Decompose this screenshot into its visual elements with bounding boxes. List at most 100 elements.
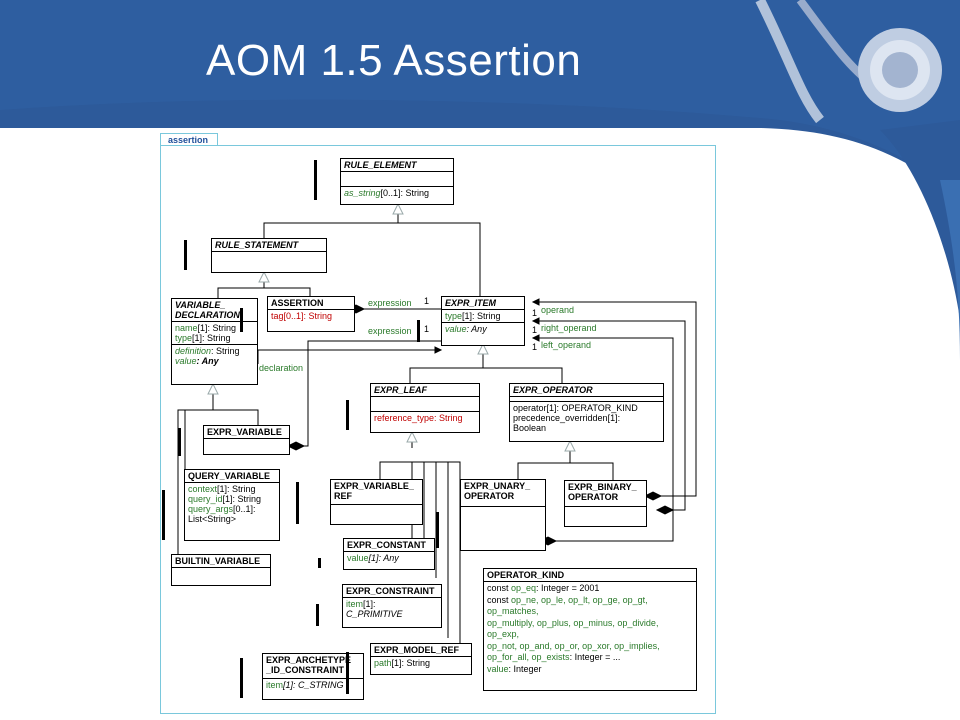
- method-name: definition: [175, 346, 212, 356]
- attr-type: : Integer: [508, 663, 542, 674]
- attr-type: [1]: String: [192, 333, 231, 343]
- class-operator-kind[interactable]: OPERATOR_KIND const op_eq: Integer = 200…: [483, 568, 697, 691]
- class-expr-operator[interactable]: EXPR_OPERATOR operator[1]: OPERATOR_KIND…: [509, 383, 664, 442]
- class-name: QUERY_VARIABLE: [188, 471, 271, 481]
- const-type: : Integer = ...: [569, 652, 621, 662]
- attr-type: [1]: String: [222, 494, 262, 504]
- annotation-mark: [162, 490, 165, 540]
- const-names: op_not, op_and, op_or, op_xor, op_implie…: [487, 640, 660, 651]
- const-names: op_exp,: [487, 629, 520, 639]
- class-expr-constant[interactable]: EXPR_CONSTANT value[1]: Any: [343, 538, 435, 570]
- attr-operator: operator[1]: OPERATOR_KIND: [513, 403, 638, 413]
- annotation-mark: [240, 658, 243, 698]
- class-name-line2: OPERATOR: [464, 491, 515, 501]
- attr-name: as_string: [344, 188, 381, 198]
- method-name: value: [175, 356, 197, 366]
- class-name: ASSERTION: [271, 298, 324, 308]
- const-names: op_ne, op_le, op_lt, op_ge, op_gt,: [511, 594, 648, 605]
- annotation-mark: [184, 240, 187, 270]
- const-type: : Integer = 2001: [536, 583, 600, 593]
- attr-type: [1]: String: [391, 658, 431, 668]
- class-name-line2: DECLARATION: [175, 310, 240, 320]
- annotation-mark: [436, 512, 439, 548]
- method-type: : Any: [466, 324, 487, 334]
- assoc-expression-label: expression: [368, 298, 412, 308]
- attr-type: [1]: String: [217, 484, 256, 494]
- class-name: EXPR_MODEL_REF: [374, 645, 460, 655]
- attr-tag: tag[0..1]: String: [271, 311, 333, 321]
- class-name-line2: _ID_CONSTRAINT: [266, 665, 345, 675]
- annotation-mark: [178, 428, 181, 456]
- class-expr-binary-operator[interactable]: EXPR_BINARY_OPERATOR: [564, 480, 647, 527]
- assoc-right-operand-label: right_operand: [541, 323, 597, 333]
- class-name-line1: EXPR_BINARY_: [568, 482, 637, 492]
- class-name: EXPR_CONSTANT: [347, 540, 426, 550]
- assoc-left-operand-multiplicity: 1: [532, 342, 538, 352]
- class-expr-constraint[interactable]: EXPR_CONSTRAINT item[1]: C_PRIMITIVE: [342, 584, 442, 628]
- attr-name: type: [445, 311, 463, 321]
- class-query-variable[interactable]: QUERY_VARIABLE context[1]: String query_…: [184, 469, 280, 541]
- class-name: EXPR_VARIABLE: [207, 427, 282, 437]
- attr-precedence-type: Boolean: [513, 423, 547, 433]
- class-builtin-variable[interactable]: BUILTIN_VARIABLE: [171, 554, 271, 586]
- class-expr-item[interactable]: EXPR_ITEM type[1]: String value: Any: [441, 296, 525, 346]
- annotation-mark: [296, 482, 299, 524]
- class-name-line1: EXPR_UNARY_: [464, 481, 531, 491]
- method-type: : String: [211, 346, 240, 356]
- attr-type: [1]: String: [462, 311, 501, 321]
- const-keyword: const: [487, 583, 512, 593]
- attr-name: value: [347, 553, 369, 563]
- class-name: OPERATOR_KIND: [487, 570, 565, 580]
- class-name: RULE_ELEMENT: [344, 160, 417, 170]
- attr-type-cont: List<String>: [188, 514, 237, 524]
- assoc-operand-multiplicity: 1: [532, 308, 538, 318]
- const-names: op_for_all, op_exists: [487, 652, 570, 662]
- attr-name: value: [487, 663, 509, 674]
- method-name: value: [445, 324, 467, 334]
- attr-name: context: [188, 484, 218, 494]
- attr-name: path: [374, 658, 392, 668]
- annotation-mark: [318, 558, 321, 568]
- attr-type: [1]:: [363, 599, 376, 609]
- attr-type: [1]: String: [197, 323, 237, 333]
- package-tab: assertion: [160, 133, 218, 146]
- attr-type: [0..1]: String: [380, 188, 430, 198]
- assoc-right-operand-multiplicity: 1: [532, 325, 538, 335]
- annotation-mark: [346, 652, 349, 694]
- stethoscope-icon: [755, 0, 942, 124]
- attr-type: [0..1]:: [233, 504, 256, 514]
- annotation-mark: [314, 160, 317, 200]
- assoc-expression-multiplicity: 1: [424, 324, 430, 334]
- class-rule-statement[interactable]: RULE_STATEMENT: [211, 238, 327, 273]
- class-variable-declaration[interactable]: VARIABLE_DECLARATION name[1]: String typ…: [171, 298, 258, 385]
- class-assertion[interactable]: ASSERTION tag[0..1]: String: [267, 296, 355, 332]
- attr-precedence: precedence_overridden[1]:: [513, 413, 621, 423]
- class-name-line2: OPERATOR: [568, 492, 619, 502]
- annotation-mark: [417, 320, 420, 342]
- class-expr-variable[interactable]: EXPR_VARIABLE: [203, 425, 290, 455]
- attr-reference-type: reference_type: String: [374, 413, 463, 423]
- diagram-connectors: [177, 202, 697, 648]
- class-expr-variable-ref[interactable]: EXPR_VARIABLE_REF: [330, 479, 423, 525]
- slide-title: AOM 1.5 Assertion: [206, 36, 582, 85]
- class-name-line2: REF: [334, 491, 352, 501]
- class-expr-model-ref[interactable]: EXPR_MODEL_REF path[1]: String: [370, 643, 472, 675]
- class-expr-leaf[interactable]: EXPR_LEAF reference_type: String: [370, 383, 480, 433]
- class-expr-unary-operator[interactable]: EXPR_UNARY_OPERATOR: [460, 479, 546, 551]
- class-name: EXPR_ITEM: [445, 298, 497, 308]
- assoc-operand-label: operand: [541, 305, 575, 315]
- assoc-declaration-label: declaration: [259, 363, 304, 373]
- attr-name: item: [266, 680, 284, 690]
- annotation-mark: [240, 308, 243, 332]
- attr-type-cont: C_PRIMITIVE: [346, 609, 403, 619]
- class-rule-element[interactable]: RULE_ELEMENT as_string[0..1]: String: [340, 158, 454, 205]
- method-type: : Any: [196, 356, 219, 366]
- class-name: EXPR_LEAF: [374, 385, 428, 395]
- attr-name: query_id: [188, 494, 223, 504]
- attr-name: item: [346, 599, 364, 609]
- assoc-expression-label: expression: [368, 326, 412, 336]
- uml-diagram: assertion: [158, 128, 722, 720]
- class-name: EXPR_OPERATOR: [513, 385, 593, 395]
- attr-name: query_args: [188, 504, 234, 514]
- attr-name: name: [175, 323, 198, 333]
